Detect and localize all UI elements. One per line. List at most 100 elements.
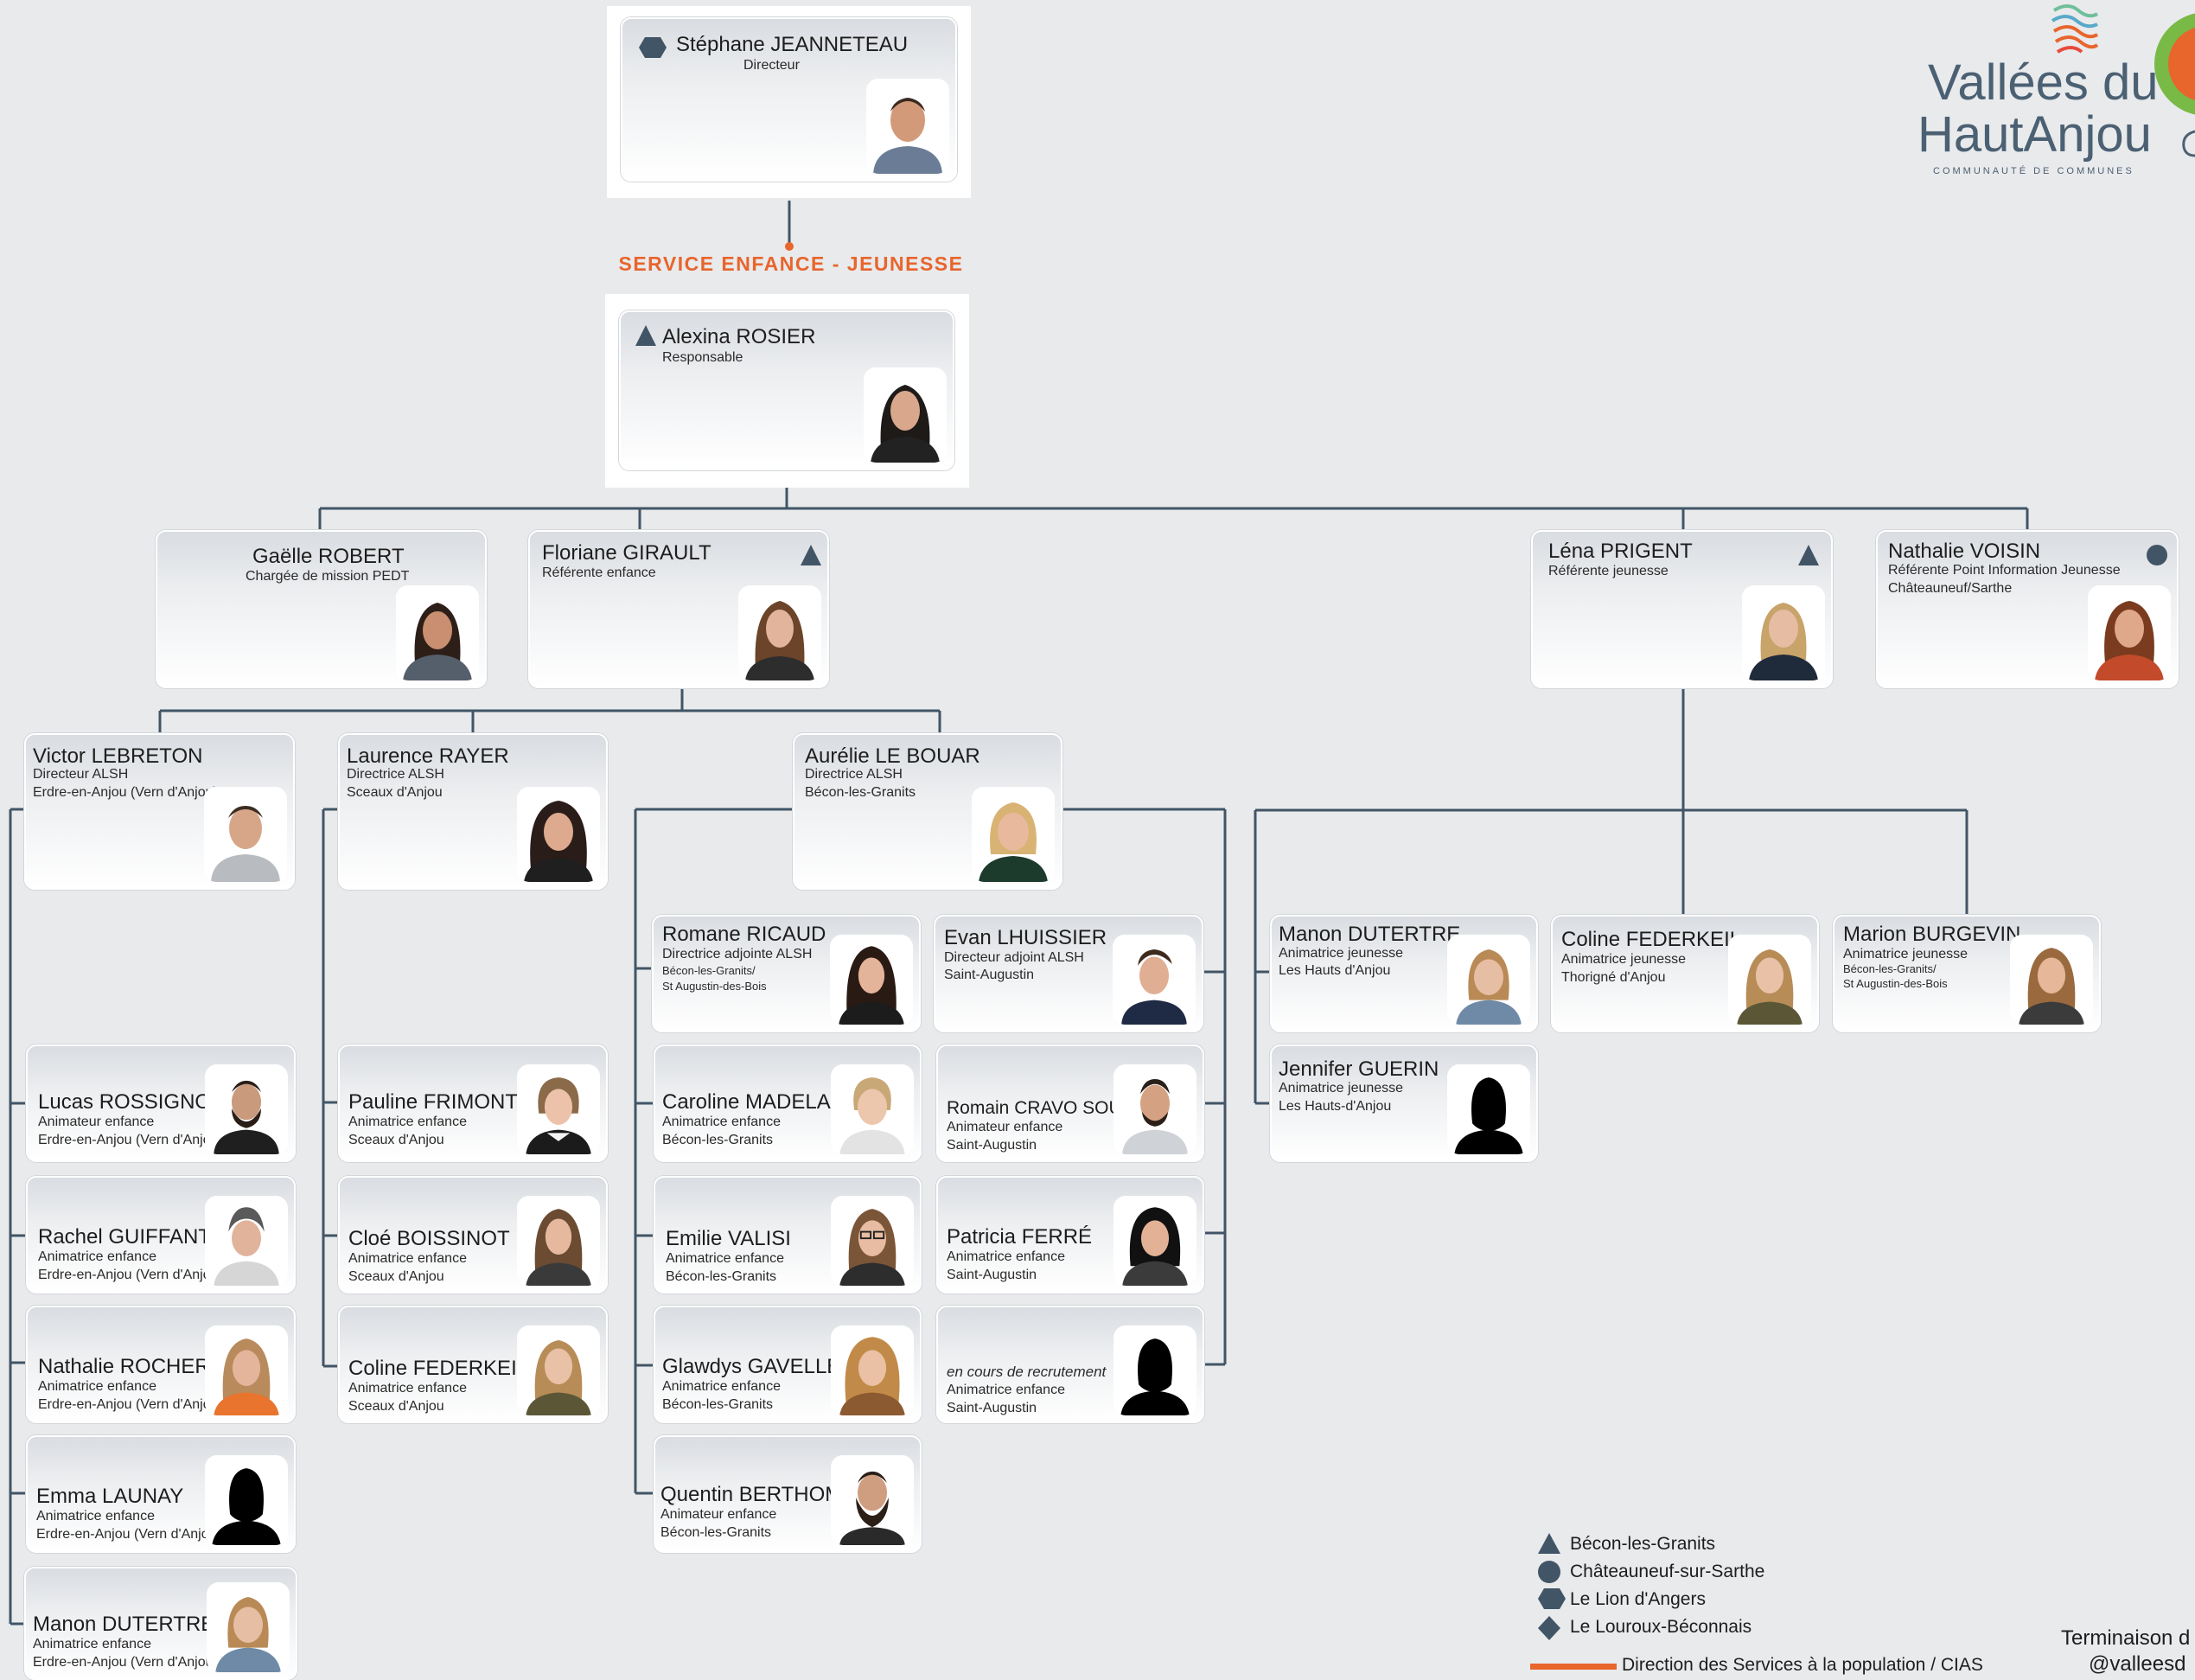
silhouette-placeholder [205, 1455, 288, 1545]
person-photo [1113, 935, 1196, 1025]
person-name: Gaëlle ROBERT [252, 545, 405, 568]
person-card-aurelie: Aurélie LE BOUAR Directrice ALSH Bécon-l… [793, 733, 1062, 890]
person-card-evan: Evan LHUISSIER Directeur adjoint ALSH Sa… [934, 915, 1203, 1032]
person-place: Bécon-les-Granits [662, 1133, 774, 1147]
person-name: Victor LEBRETON [33, 744, 203, 768]
person-name: Léna PRIGENT [1548, 540, 1693, 563]
avatar-woman-icon [1115, 1196, 1195, 1286]
person-role: Animatrice enfance [348, 1115, 467, 1129]
person-place-2: St Augustin-des-Bois [1843, 977, 1948, 990]
footer-line-1: Terminaison d [2061, 1626, 2191, 1650]
person-place: Les Hauts d'Anjou [1279, 963, 1391, 978]
female-silhouette-icon [207, 1455, 286, 1545]
person-place: Erdre-en-Anjou (Vern d'Anjou) [38, 1133, 223, 1147]
person-photo [205, 1196, 288, 1286]
person-photo [517, 787, 600, 882]
avatar-woman-icon [207, 1196, 286, 1286]
footer-line-2: @valleesd [2089, 1652, 2186, 1676]
person-name: Quentin BERTHOMÉ [660, 1483, 857, 1506]
badge-seal-icon [2154, 13, 2195, 115]
person-role: Responsable [662, 350, 743, 365]
person-photo [831, 1325, 914, 1415]
person-card-floriane: Floriane GIRAULT Référente enfance [528, 530, 829, 688]
person-role: Animatrice enfance [33, 1637, 151, 1651]
badge-fragment-icon [2182, 130, 2195, 157]
person-role: Animatrice enfance [662, 1379, 781, 1394]
person-card-jennifer: Jennifer GUERIN Animatrice jeunesse Les … [1270, 1044, 1538, 1162]
person-name: Patricia FERRÉ [947, 1225, 1093, 1249]
person-role: Animateur enfance [947, 1120, 1063, 1134]
person-photo [831, 1455, 914, 1545]
person-place: Saint-Augustin [944, 968, 1035, 982]
person-name: Romane RICAUD [662, 923, 826, 946]
logo-line-2: HautAnjou [1917, 106, 2152, 163]
person-card-manager: Alexina ROSIER Responsable [619, 310, 954, 470]
person-name: Coline FEDERKEIL [1561, 928, 1742, 951]
circle-icon [2147, 545, 2167, 565]
vallees-du-haut-anjou-logo: Vallées du HautAnjou COMMUNAUTÉ DE COMMU… [1902, 0, 2195, 186]
person-role: Animateur enfance [660, 1507, 777, 1522]
person-card-lena: Léna PRIGENT Référente jeunesse [1531, 530, 1833, 688]
person-place: Bécon-les-Granits [805, 785, 916, 800]
person-photo [517, 1325, 600, 1415]
avatar-man-icon [833, 1455, 912, 1545]
person-place: Saint-Augustin [947, 1401, 1037, 1415]
person-photo [1447, 935, 1530, 1025]
person-photo [1113, 1196, 1196, 1286]
avatar-woman-icon [833, 1064, 912, 1154]
person-photo [831, 1196, 914, 1286]
person-photo [2010, 935, 2093, 1025]
person-photo [205, 1064, 288, 1154]
person-place: Sceaux d'Anjou [348, 1133, 444, 1147]
avatar-woman-icon [1449, 935, 1528, 1025]
person-name: Pauline FRIMONT [348, 1090, 519, 1114]
person-role: Animatrice enfance [947, 1383, 1065, 1397]
person-place: Châteauneuf/Sarthe [1888, 581, 2013, 596]
orange-line-swatch [1530, 1664, 1617, 1670]
person-place: Sceaux d'Anjou [348, 1399, 444, 1414]
person-photo [517, 1196, 600, 1286]
logo-line-1: Vallées du [1928, 54, 2159, 111]
person-photo [396, 585, 479, 680]
avatar-woman-icon [833, 1196, 912, 1286]
legend-label: Le Lion d'Angers [1570, 1589, 1706, 1609]
avatar-woman-icon [832, 935, 911, 1025]
person-place: Thorigné d'Anjou [1561, 970, 1666, 985]
person-role: Directrice ALSH [347, 767, 444, 782]
person-role: Animateur enfance [38, 1115, 155, 1129]
person-role: Référente enfance [542, 565, 656, 580]
person-photo [866, 79, 949, 174]
person-photo [830, 935, 913, 1025]
person-place: Erdre-en-Anjou (Vern d'Anjou) [38, 1397, 223, 1412]
person-name: Jennifer GUERIN [1279, 1057, 1439, 1081]
legend-label: Direction des Services à la population /… [1622, 1655, 1983, 1675]
legend-label: Le Louroux-Béconnais [1570, 1617, 1752, 1637]
person-photo [1742, 585, 1825, 680]
person-card-nathalie-rocher: Nathalie ROCHER Animatrice enfance Erdre… [26, 1306, 296, 1423]
person-card-rachel: Rachel GUIFFANT Animatrice enfance Erdre… [26, 1176, 296, 1294]
person-card-gaelle: Gaëlle ROBERT Chargée de mission PEDT [156, 530, 487, 688]
person-place: Erdre-en-Anjou (Vern d'Anjou) [36, 1527, 221, 1542]
avatar-woman-icon [738, 585, 821, 680]
person-photo [207, 1582, 290, 1672]
person-role: Animatrice enfance [36, 1509, 155, 1523]
person-name: Alexina ROSIER [662, 325, 816, 348]
person-role: Référente jeunesse [1548, 564, 1669, 578]
person-role: Directeur [743, 58, 800, 73]
person-name: en cours de recrutement [947, 1364, 1107, 1380]
avatar-woman-icon [517, 787, 600, 882]
person-place: Erdre-en-Anjou (Vern d'Anjou) [33, 1655, 218, 1670]
hexagon-icon [1538, 1588, 1566, 1609]
person-name: Emilie VALISI [666, 1227, 791, 1250]
waves-logo-icon [2051, 4, 2099, 54]
person-photo [738, 585, 821, 680]
person-place: Saint-Augustin [947, 1268, 1037, 1282]
person-card-coline-enfance: Coline FEDERKEIL Animatrice enfance Scea… [338, 1306, 608, 1423]
person-name: Marion BURGEVIN [1843, 923, 2021, 946]
person-photo [1113, 1064, 1196, 1154]
footer-note: Terminaison d @valleesd [2061, 1626, 2190, 1677]
person-card-manon-enfance: Manon DUTERTRE Animatrice enfance Erdre-… [24, 1567, 297, 1680]
person-role: Animatrice enfance [947, 1249, 1065, 1264]
person-name: Lucas ROSSIGNOL [38, 1090, 223, 1114]
